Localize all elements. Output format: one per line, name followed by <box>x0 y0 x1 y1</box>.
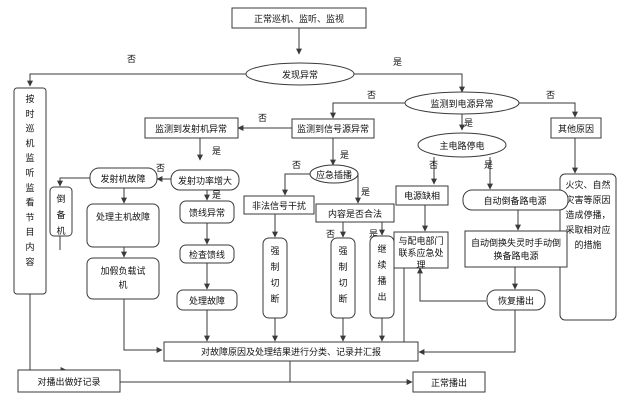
node-load-test: 加假负载试机 <box>86 257 160 300</box>
svg-text:继续播出: 继续播出 <box>377 243 386 303</box>
node-illegal: 非法信号干扰 <box>243 195 315 215</box>
node-power-increase: 发射功率增大 <box>170 169 240 191</box>
node-manual-switch: 自动倒换失灵时手动倒换备路电源 <box>464 230 568 268</box>
svg-text:与配电部门联系应急处理: 与配电部门联系应急处理 <box>398 235 443 271</box>
node-handle-fault: 处理故障 <box>176 289 238 311</box>
svg-text:对播出做好记录: 对播出做好记录 <box>37 376 100 388</box>
svg-text:正常巡机、监听、监视: 正常巡机、监听、监视 <box>254 13 344 25</box>
node-transmitter-abnormal: 监测到发射机异常 <box>144 117 239 139</box>
label-yes-emergency: 是 <box>361 187 370 198</box>
svg-text:电源缺相: 电源缺相 <box>404 190 440 202</box>
svg-text:发现异常: 发现异常 <box>282 69 318 81</box>
node-start: 正常巡机、监听、监视 <box>231 7 367 29</box>
label-yes-power: 是 <box>464 118 473 129</box>
label-no-emergency: 否 <box>292 160 301 171</box>
node-no-found: 按时巡机监听监看节目内容 <box>13 87 47 295</box>
label-yes-sig: 是 <box>340 150 349 161</box>
node-check-feeder: 检查馈线 <box>179 244 235 264</box>
svg-text:自动倒备路电源: 自动倒备路电源 <box>483 195 546 207</box>
label-yes-main: 是 <box>484 160 493 171</box>
label-yes-found: 是 <box>393 57 402 68</box>
svg-text:检查馈线: 检查馈线 <box>189 249 225 261</box>
label-yes-legal: 是 <box>369 229 378 240</box>
node-log: 对播出做好记录 <box>17 369 121 393</box>
label-yes-increase: 是 <box>212 190 221 201</box>
svg-text:应急插播: 应急插播 <box>316 169 352 181</box>
node-continue: 继续播出 <box>369 235 395 319</box>
label-no-found: 否 <box>127 54 136 65</box>
node-power-abnormal: 监测到电源异常 <box>404 91 520 115</box>
node-auto-switch: 自动倒备路电源 <box>462 189 569 211</box>
node-normal: 正常播出 <box>412 371 486 393</box>
node-phase-loss: 电源缺相 <box>395 185 449 206</box>
node-force-cut-1: 强制切断 <box>262 237 288 319</box>
node-main-off: 主电路停电 <box>417 132 507 158</box>
svg-text:对故障原因及处理结果进行分类、记录并汇报: 对故障原因及处理结果进行分类、记录并汇报 <box>201 346 381 358</box>
svg-text:监测到电源异常: 监测到电源异常 <box>430 98 493 110</box>
node-handle-host: 处理主机故障 <box>86 203 160 248</box>
svg-text:发射机故障: 发射机故障 <box>100 173 145 185</box>
label-no-increase: 否 <box>156 163 165 174</box>
node-other: 其他原因 <box>550 117 602 139</box>
node-found: 发现异常 <box>245 62 355 86</box>
label-yes-tx: 是 <box>212 146 221 157</box>
label-no-main: 否 <box>429 160 438 171</box>
svg-text:主电路停电: 主电路停电 <box>439 140 484 152</box>
label-no-power-right: 否 <box>546 90 555 101</box>
node-force-cut-2: 强制切断 <box>330 237 356 319</box>
node-standby: 倒备机 <box>49 186 73 237</box>
node-emergency: 应急插播 <box>309 164 359 184</box>
svg-text:馈线异常: 馈线异常 <box>189 207 225 219</box>
label-no-sig: 否 <box>258 113 267 124</box>
svg-text:监测到发射机异常: 监测到发射机异常 <box>155 123 227 135</box>
node-tx-fault: 发射机故障 <box>89 167 158 189</box>
node-feeder-abnormal: 馈线异常 <box>179 200 235 224</box>
label-no-power-left: 否 <box>367 90 376 101</box>
svg-text:非法信号干扰: 非法信号干扰 <box>252 200 306 212</box>
svg-text:强制切断: 强制切断 <box>338 246 347 305</box>
svg-text:监测到信号源异常: 监测到信号源异常 <box>297 123 369 135</box>
svg-text:正常播出: 正常播出 <box>431 377 467 389</box>
svg-text:恢复播出: 恢复播出 <box>498 295 534 307</box>
svg-text:处理故障: 处理故障 <box>189 295 225 307</box>
node-restore: 恢复播出 <box>486 289 546 311</box>
connectors <box>27 28 578 385</box>
svg-text:发射功率增大: 发射功率增大 <box>178 175 232 187</box>
svg-text:火灾、自然灾害等原因造成停播，采取相对应的措施: 火灾、自然灾害等原因造成停播，采取相对应的措施 <box>565 179 610 251</box>
svg-text:其他原因: 其他原因 <box>558 123 594 135</box>
svg-text:内容是否合法: 内容是否合法 <box>328 208 382 220</box>
node-signal-abnormal: 监测到信号源异常 <box>291 118 375 139</box>
node-contact-power: 与配电部门联系应急处理 <box>393 231 449 271</box>
svg-text:自动倒换失灵时手动倒换备路电源: 自动倒换失灵时手动倒换备路电源 <box>471 237 561 262</box>
svg-text:倒备机: 倒备机 <box>56 193 65 237</box>
svg-text:按时巡机监听监看节目内容: 按时巡机监听监看节目内容 <box>25 93 34 268</box>
svg-text:加假负载试机: 加假负载试机 <box>100 265 145 291</box>
svg-text:强制切断: 强制切断 <box>270 246 279 305</box>
edge-labels: 否 是 否 否 是 否 是 否 是 是 否 是 否 是 否 是 <box>127 54 555 240</box>
node-disaster: 火灾、自然灾害等原因造成停播，采取相对应的措施 <box>559 173 617 321</box>
node-content-legal: 内容是否合法 <box>315 203 395 223</box>
label-no-legal: 否 <box>326 229 335 240</box>
svg-text:处理主机故障: 处理主机故障 <box>96 211 150 223</box>
node-summary: 对故障原因及处理结果进行分类、记录并汇报 <box>163 341 419 362</box>
